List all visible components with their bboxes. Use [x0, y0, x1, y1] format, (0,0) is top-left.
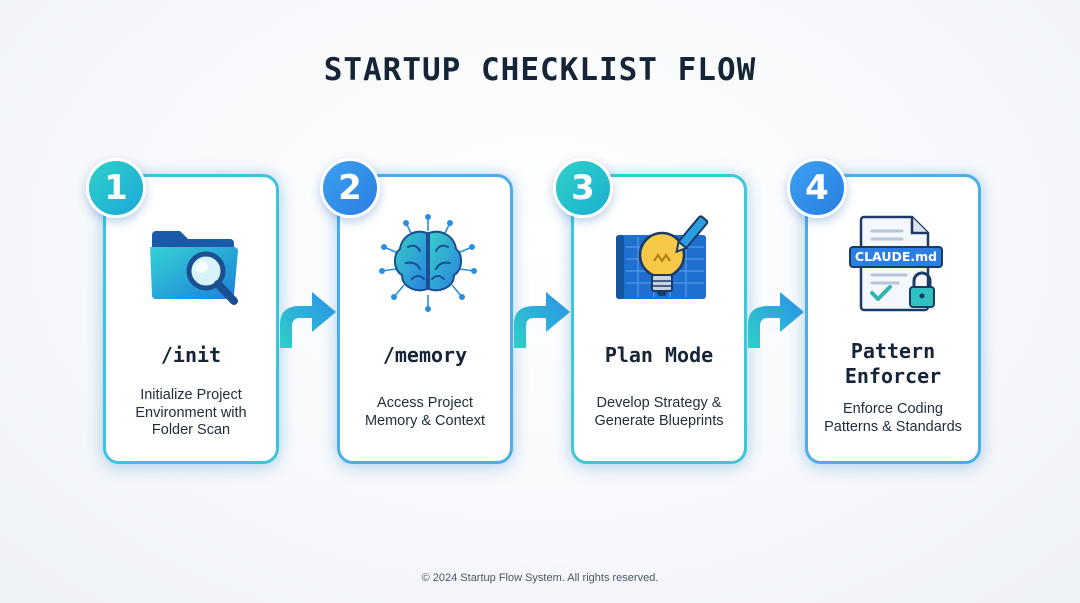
- flow-arrow-icon: [514, 292, 570, 348]
- page-title: STARTUP CHECKLIST FLOW: [323, 52, 757, 88]
- step-description: Initialize Project Environment with Fold…: [135, 387, 247, 438]
- brain-icon: [378, 213, 478, 313]
- footer-copyright: © 2024 Startup Flow System. All rights r…: [421, 572, 659, 584]
- step-heading: Pattern Enforcer: [844, 339, 942, 388]
- step-description: Enforce Coding Patterns & Standards: [824, 401, 962, 435]
- flow-arrow-icon: [280, 292, 336, 348]
- step-number-badge: 2: [320, 158, 380, 218]
- step-number-badge: 4: [787, 158, 847, 218]
- step-number-badge: 1: [86, 158, 146, 218]
- lightbulb-blueprint-icon: [616, 215, 709, 299]
- step-heading: /init: [160, 343, 222, 367]
- document-label: CLAUDE.md: [854, 249, 938, 264]
- step-number-badge: 3: [553, 158, 613, 218]
- step-card-memory: /memory Access Project Memory & Context: [337, 174, 513, 464]
- step-card-init: /init Initialize Project Environment wit…: [103, 174, 279, 464]
- folder-search-icon: [150, 231, 238, 305]
- step-heading: /memory: [382, 343, 468, 367]
- step-card-pattern-enforcer: CLAUDE.md Pattern Enforcer Enforce Codin…: [805, 174, 981, 464]
- document-lock-icon: [849, 215, 943, 312]
- flow-arrow-icon: [748, 292, 804, 348]
- step-heading: Plan Mode: [604, 343, 714, 367]
- step-description: Access Project Memory & Context: [364, 395, 486, 429]
- step-card-plan-mode: Plan Mode Develop Strategy & Generate Bl…: [571, 174, 747, 464]
- step-description: Develop Strategy & Generate Blueprints: [594, 395, 724, 429]
